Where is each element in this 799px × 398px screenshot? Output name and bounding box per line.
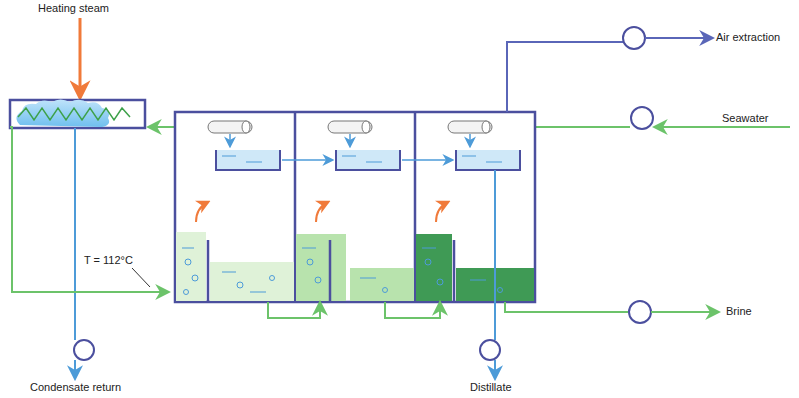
flow-label: Brine <box>726 305 752 318</box>
flow-label: Distillate <box>470 381 512 394</box>
flow-label: Seawater <box>722 112 768 125</box>
flow-label: Air extraction <box>716 31 780 44</box>
flow-label: Condensate return <box>30 381 121 394</box>
flow-label: T = 112°C <box>82 254 135 267</box>
flow-label: Heating steam <box>38 2 109 15</box>
